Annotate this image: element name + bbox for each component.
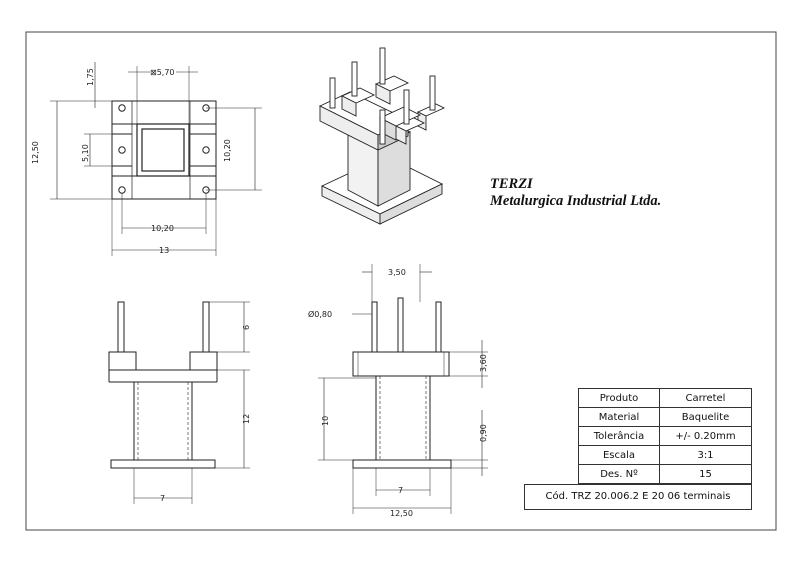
company-name: TERZI [490,176,533,192]
title-block-value: Carretel [659,388,752,408]
drawing-frame [25,31,777,531]
title-block-row: Material Baquelite [578,407,752,427]
title-block-label: Tolerância [578,426,660,446]
pin-hole [118,146,126,154]
title-block-label: Produto [578,388,660,408]
top-view [50,62,262,256]
title-block-row: Des. Nº 15 [578,464,752,484]
dim-175: 1,75 [86,68,95,86]
dim-10: 10 [321,416,330,426]
dim-1020-bottom: 10,20 [151,224,174,233]
dim-7-left: 7 [160,494,165,503]
top-view-base [111,100,217,200]
dim-1020-right: 10,20 [223,139,232,162]
dim-12: 12 [242,414,251,424]
title-block-label: Escala [578,445,660,465]
title-block-table: Produto Carretel Material Baquelite Tole… [578,388,752,484]
dim-13: 13 [159,246,169,255]
title-block-label: Material [578,407,660,427]
dim-6: 6 [242,325,251,330]
title-block-value: Baquelite [659,407,752,427]
title-block-row: Escala 3:1 [578,445,752,465]
dim-phi-080: Ø0,80 [308,309,332,319]
top-view-core-outer [136,123,190,177]
pin-hole [202,146,210,154]
title-block-value: 15 [659,464,752,484]
dim-510: 5,10 [81,144,90,162]
dim-360: 3,60 [479,354,488,372]
side-view-right [318,264,488,514]
company-subtitle: Metalurgica Industrial Ltda. [490,193,662,209]
dim-7-right: 7 [398,486,403,495]
title-block-value: +/- 0.20mm [659,426,752,446]
dim-090: 0,90 [479,424,488,442]
dim-350: 3,50 [388,268,406,277]
pin-hole [118,104,126,112]
front-view-left [108,301,250,504]
dim-1250-left: 12,50 [31,141,40,164]
company-name-block: TERZI Metalurgica Industrial Ltda. [490,176,661,210]
top-view-core-inner [141,128,185,172]
title-block-value: 3:1 [659,445,752,465]
title-block-label: Des. Nº [578,464,660,484]
title-block-row: Tolerância +/- 0.20mm [578,426,752,446]
pin-hole [118,186,126,194]
dim-square-570: ⊠5,70 [150,68,175,77]
isometric-view [318,47,446,225]
drawing-code: Cód. TRZ 20.006.2 E 20 06 terminais [524,484,752,510]
dim-1250-bottom: 12,50 [390,509,413,518]
title-block-row: Produto Carretel [578,388,752,408]
